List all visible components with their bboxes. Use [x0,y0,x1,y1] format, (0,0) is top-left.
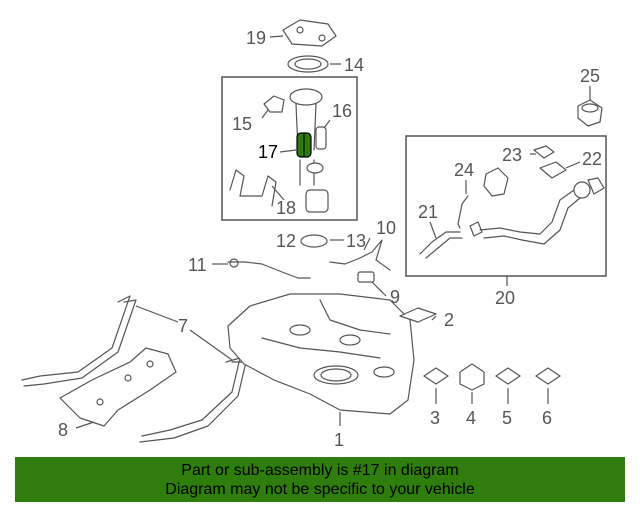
part-17-fuel-pump-highlighted[interactable] [296,132,312,158]
part-21-hose[interactable] [419,231,463,259]
callout-17-highlighted: 17 [258,142,278,162]
callout-23: 23 [502,145,522,165]
part-16-filter[interactable] [315,126,327,150]
leader-lines [75,35,591,429]
filler-neck-assembly-box [405,135,607,277]
callout-10: 10 [376,218,396,238]
callout-18: 18 [276,198,296,218]
callout-25: 25 [580,66,600,86]
part-5-pad[interactable] [495,367,521,385]
info-banner: Part or sub-assembly is #17 in diagram D… [15,457,625,502]
callout-13: 13 [346,231,366,251]
part-15-bracket[interactable] [263,95,285,113]
part-2-pad[interactable] [399,307,437,323]
fuel-pump-assembly-box [221,76,358,221]
part-1-fuel-tank[interactable] [227,293,415,415]
callout-14: 14 [344,55,364,75]
callout-7: 7 [178,316,188,336]
callout-9: 9 [390,287,400,307]
callout-5: 5 [502,408,512,428]
part-25-cap[interactable] [577,99,603,127]
callout-4: 4 [466,408,476,428]
callout-21: 21 [418,202,438,222]
callout-12: 12 [276,231,296,251]
callout-8: 8 [58,420,68,440]
part-3-pad[interactable] [423,367,449,385]
callout-2: 2 [444,310,454,330]
part-4-pad[interactable] [459,363,485,391]
part-11-hose[interactable] [227,258,311,279]
callout-24: 24 [454,160,474,180]
part-6-pad[interactable] [535,367,561,385]
callout-16: 16 [332,101,352,121]
fuel-pump-module [229,88,329,213]
callout-1: 1 [334,430,344,450]
part-23-clamp[interactable] [533,145,555,159]
callout-6: 6 [542,408,552,428]
part-19-cover[interactable] [282,19,337,47]
filler-neck [469,167,605,245]
part-22-bracket[interactable] [539,161,567,179]
callout-3: 3 [430,408,440,428]
part-12-ring[interactable] [300,234,328,248]
banner-line-2: Diagram may not be specific to your vehi… [165,480,475,498]
banner-line-1: Part or sub-assembly is #17 in diagram [181,461,459,479]
callout-15: 15 [232,114,252,134]
part-9-connector[interactable] [357,271,375,283]
part-14-gasket[interactable] [287,55,329,73]
callout-19: 19 [246,28,266,48]
callout-20: 20 [495,288,515,308]
callout-11: 11 [188,255,207,275]
part-10-harness[interactable] [329,239,391,271]
part-8-heat-shield[interactable] [59,347,177,427]
callout-22: 22 [582,149,602,169]
part-24-hose[interactable] [457,195,469,229]
